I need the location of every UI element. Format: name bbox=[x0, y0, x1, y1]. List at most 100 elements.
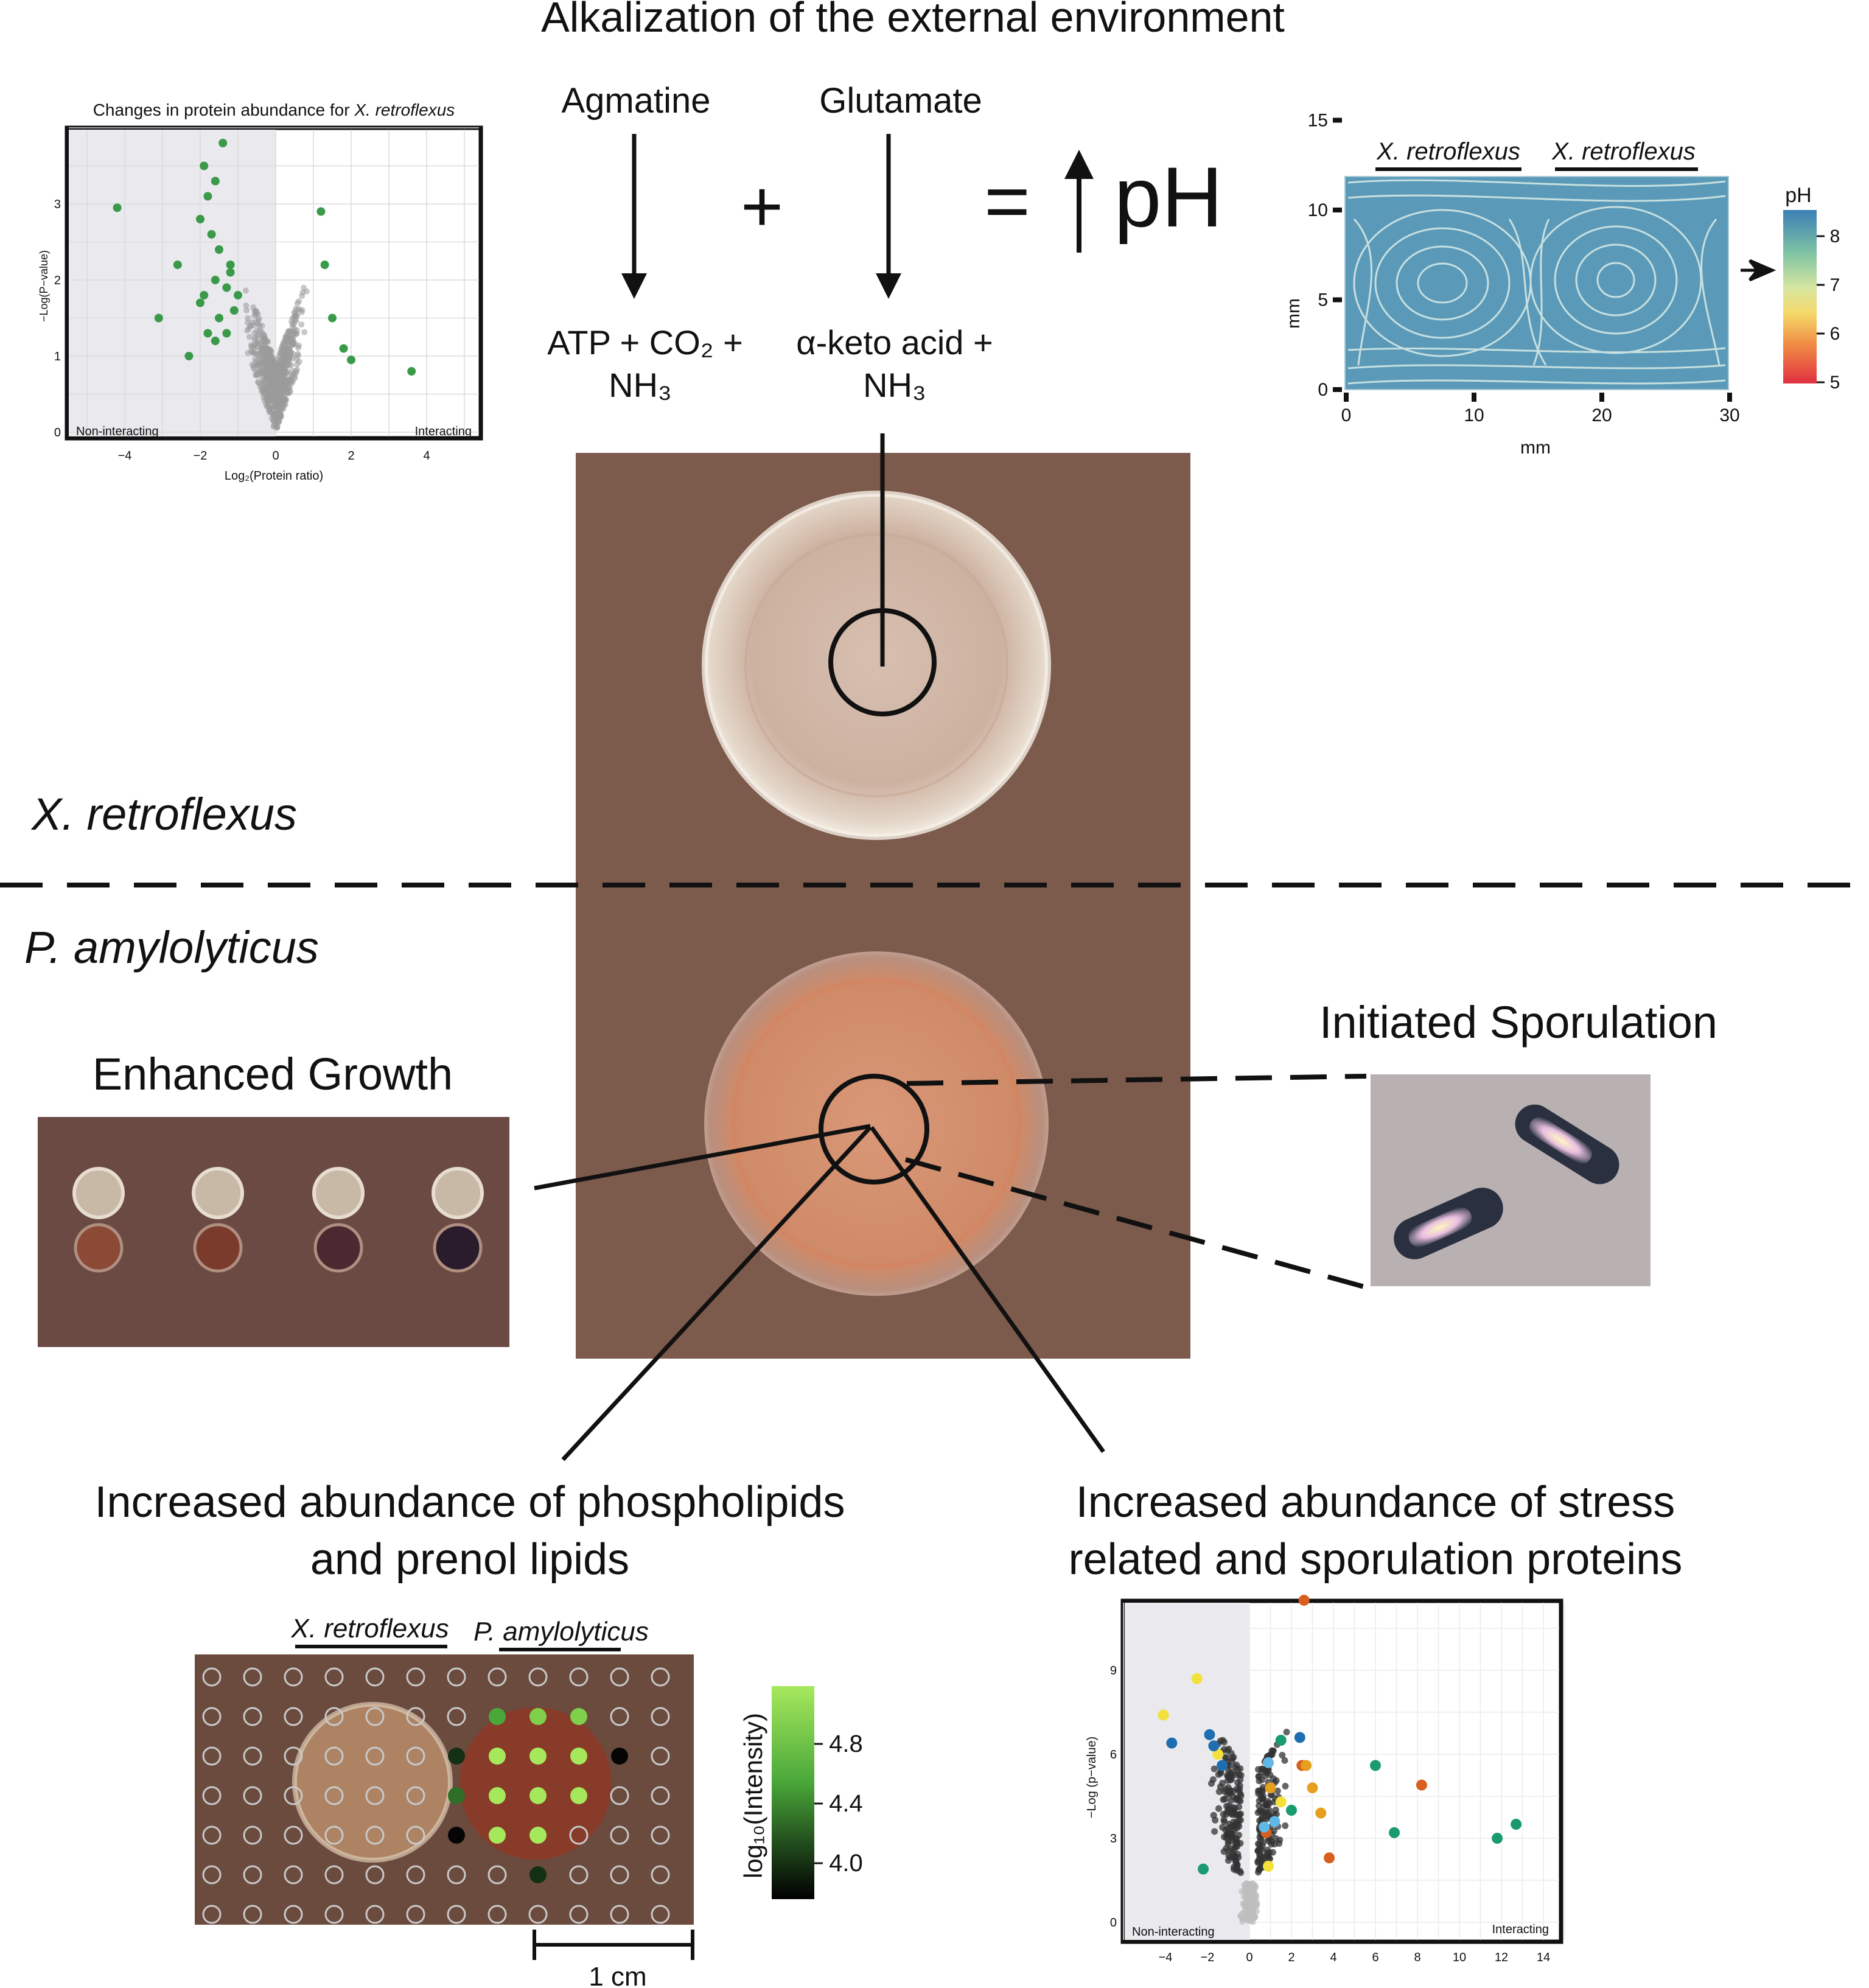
volcano2-highlight-point bbox=[1370, 1760, 1381, 1771]
msi-pixel bbox=[487, 1667, 507, 1687]
volcano1-point bbox=[196, 298, 204, 307]
volcano2-x-tick: −4 bbox=[1159, 1951, 1173, 1964]
volcano1-point bbox=[173, 261, 182, 269]
volcano2-y-tick: 6 bbox=[1110, 1748, 1117, 1762]
volcano2-highlight-point bbox=[1198, 1863, 1209, 1875]
ph-map-label-right: X. retroflexus bbox=[1551, 138, 1696, 165]
msi-pixel bbox=[651, 1825, 670, 1845]
msi-legend-ticks: 4.84.44.0 bbox=[814, 1731, 863, 1877]
growth-spot-top bbox=[431, 1167, 484, 1219]
volcano2-x-tick: 12 bbox=[1495, 1951, 1508, 1964]
volcano1-point bbox=[203, 192, 212, 201]
msi-pixel bbox=[651, 1667, 670, 1687]
volcano1-noninteracting-shade bbox=[69, 130, 276, 436]
volcano1-point bbox=[211, 177, 220, 186]
ph-map-y-tick: 15 bbox=[1308, 111, 1328, 131]
msi-legend-tick: 4.4 bbox=[829, 1790, 863, 1817]
msi-label-left: X. retroflexus bbox=[290, 1614, 449, 1643]
msi-pixel bbox=[202, 1905, 222, 1924]
volcano1-point bbox=[154, 313, 163, 323]
msi-pixel bbox=[448, 1748, 465, 1765]
volcano2-x-tick: −2 bbox=[1201, 1951, 1215, 1964]
volcano2-highlight-point bbox=[1324, 1852, 1335, 1864]
plate-photo bbox=[576, 453, 1190, 1359]
volcano2-highlight-point bbox=[1298, 1595, 1310, 1606]
msi-legend-tick: 4.8 bbox=[829, 1731, 863, 1757]
equals-sign: = bbox=[984, 156, 1030, 245]
volcano2-left-tag: Non-interacting bbox=[1132, 1925, 1215, 1939]
volcano1-point bbox=[196, 215, 204, 223]
volcano1-point bbox=[184, 352, 194, 360]
msi-pixel bbox=[610, 1825, 629, 1845]
growth-spot-bottom bbox=[433, 1223, 483, 1273]
msi-pixel bbox=[324, 1746, 344, 1766]
volcano1-point bbox=[328, 313, 337, 323]
msi-pixel bbox=[243, 1825, 262, 1845]
volcano2-highlight-point bbox=[1511, 1819, 1522, 1830]
bottom-sampling-circle bbox=[819, 1074, 929, 1185]
volcano1-ylabel: −Log(P−value) bbox=[38, 250, 50, 322]
msi-pixel bbox=[406, 1865, 425, 1885]
volcano2-highlight-point bbox=[1212, 1749, 1224, 1760]
msi-pixel bbox=[365, 1786, 385, 1805]
volcano2-highlight-point bbox=[1166, 1737, 1178, 1749]
volcano1-point bbox=[215, 245, 223, 254]
msi-pixel bbox=[528, 1667, 548, 1687]
volcano1-point bbox=[113, 203, 122, 212]
volcano1-point bbox=[207, 230, 216, 239]
volcano1-point bbox=[226, 268, 235, 277]
msi-pixel bbox=[406, 1667, 425, 1687]
volcano1-y-tick: 2 bbox=[54, 274, 61, 287]
msi-pixel bbox=[610, 1786, 629, 1805]
msi-pixel bbox=[406, 1825, 425, 1845]
msi-pixel bbox=[243, 1865, 262, 1885]
volcano1-point bbox=[320, 261, 329, 269]
volcano2-highlight-point bbox=[1275, 1735, 1287, 1746]
msi-pixel bbox=[406, 1707, 425, 1726]
ph-legend-tick: 6 bbox=[1830, 324, 1840, 344]
msi-pixel bbox=[202, 1707, 222, 1726]
growth-spot-top bbox=[312, 1167, 365, 1219]
msi-pixel bbox=[284, 1786, 303, 1805]
volcano1-left-tag: Non-interacting bbox=[76, 425, 159, 438]
volcano1-point bbox=[316, 207, 326, 216]
volcano2-highlight-point bbox=[1158, 1709, 1169, 1721]
msi-pixel bbox=[202, 1746, 222, 1766]
ph-map-xlabel: mm bbox=[1520, 438, 1551, 458]
ph-map-x-tick: 0 bbox=[1341, 405, 1352, 425]
msi-pixel bbox=[284, 1746, 303, 1766]
volcano1-point bbox=[211, 337, 220, 345]
msi-pixel bbox=[489, 1787, 506, 1804]
msi-pixel bbox=[406, 1786, 425, 1805]
volcano2-highlight-point bbox=[1492, 1833, 1503, 1844]
volcano1-point bbox=[229, 306, 239, 315]
msi-pixel bbox=[487, 1865, 507, 1885]
ph-map-label-left: X. retroflexus bbox=[1376, 138, 1520, 165]
volcano1-point bbox=[203, 329, 212, 338]
volcano1-point bbox=[234, 291, 242, 299]
ph-map-y-tick: 0 bbox=[1318, 380, 1328, 400]
volcano2-highlight-point bbox=[1315, 1807, 1327, 1819]
volcano2-highlight-point bbox=[1263, 1861, 1274, 1872]
msi-pixel bbox=[202, 1667, 222, 1687]
msi-pixel bbox=[569, 1667, 589, 1687]
msi-pixel bbox=[202, 1825, 222, 1845]
volcano2-x-tick: 6 bbox=[1372, 1951, 1378, 1964]
msi-pixel bbox=[324, 1905, 344, 1924]
volcano2-highlight-point bbox=[1263, 1757, 1274, 1768]
msi-pixel bbox=[284, 1707, 303, 1726]
msi-pixel bbox=[570, 1787, 587, 1804]
volcano2-x-tick: 0 bbox=[1246, 1951, 1252, 1964]
volcano2-highlight-point bbox=[1259, 1821, 1270, 1833]
ph-map-ylabel: mm bbox=[1284, 298, 1304, 329]
msi-pixel bbox=[529, 1827, 547, 1844]
lipids-connector-line bbox=[561, 1125, 872, 1461]
msi-pixel bbox=[324, 1865, 344, 1885]
growth-spot-bottom bbox=[74, 1223, 124, 1273]
plus-sign: + bbox=[741, 166, 783, 247]
msi-pixel bbox=[365, 1905, 385, 1924]
sporulation-dashed-upper bbox=[906, 1074, 1367, 1086]
